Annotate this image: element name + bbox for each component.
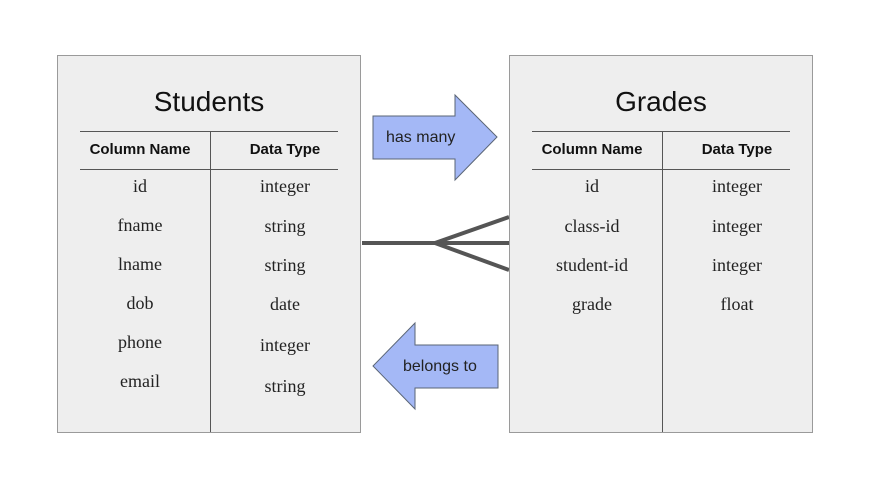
crows-foot-connector xyxy=(362,215,510,272)
students-row-name: phone xyxy=(118,332,162,352)
has-many-label: has many xyxy=(386,129,456,146)
students-row-type: date xyxy=(270,294,300,314)
grades-row-type: float xyxy=(720,294,754,314)
header-bottom-divider xyxy=(80,169,338,170)
grades-table: Grades Column Name Data Type id integer … xyxy=(509,55,813,433)
grades-row-type: integer xyxy=(712,216,762,236)
students-row-type: integer xyxy=(260,176,310,196)
header-bottom-divider xyxy=(532,169,790,170)
students-table: Students Column Name Data Type id intege… xyxy=(57,55,361,433)
grades-row-name: grade xyxy=(572,294,612,314)
header-top-divider xyxy=(80,131,338,132)
students-row-type: string xyxy=(264,216,306,236)
grades-row-name: id xyxy=(584,176,599,196)
grades-title: Grades xyxy=(615,86,707,117)
column-divider xyxy=(662,131,663,432)
students-title: Students xyxy=(153,86,265,117)
column-divider xyxy=(210,131,211,432)
students-row-name: lname xyxy=(118,254,162,274)
students-row-name: fname xyxy=(117,215,163,235)
students-row-name: email xyxy=(120,371,160,391)
grades-row-type: integer xyxy=(712,176,762,196)
data-type-header: Data Type xyxy=(249,141,321,158)
grades-row-name: class-id xyxy=(564,216,620,236)
students-row-type: integer xyxy=(260,335,310,355)
has-many-arrow xyxy=(372,93,498,182)
header-top-divider xyxy=(532,131,790,132)
students-row-type: string xyxy=(264,376,306,396)
column-name-header: Column Name xyxy=(89,141,191,158)
connector-fork-lower xyxy=(434,241,510,272)
grades-row-name: student-id xyxy=(556,255,628,275)
belongs-to-arrow xyxy=(372,321,499,411)
students-row-type: string xyxy=(264,255,306,275)
connector-fork-upper xyxy=(434,215,510,245)
students-row-name: dob xyxy=(126,293,154,313)
data-type-header: Data Type xyxy=(701,141,773,158)
students-row-name: id xyxy=(132,176,147,196)
column-name-header: Column Name xyxy=(541,141,643,158)
belongs-to-label: belongs to xyxy=(403,358,477,375)
grades-row-type: integer xyxy=(712,255,762,275)
